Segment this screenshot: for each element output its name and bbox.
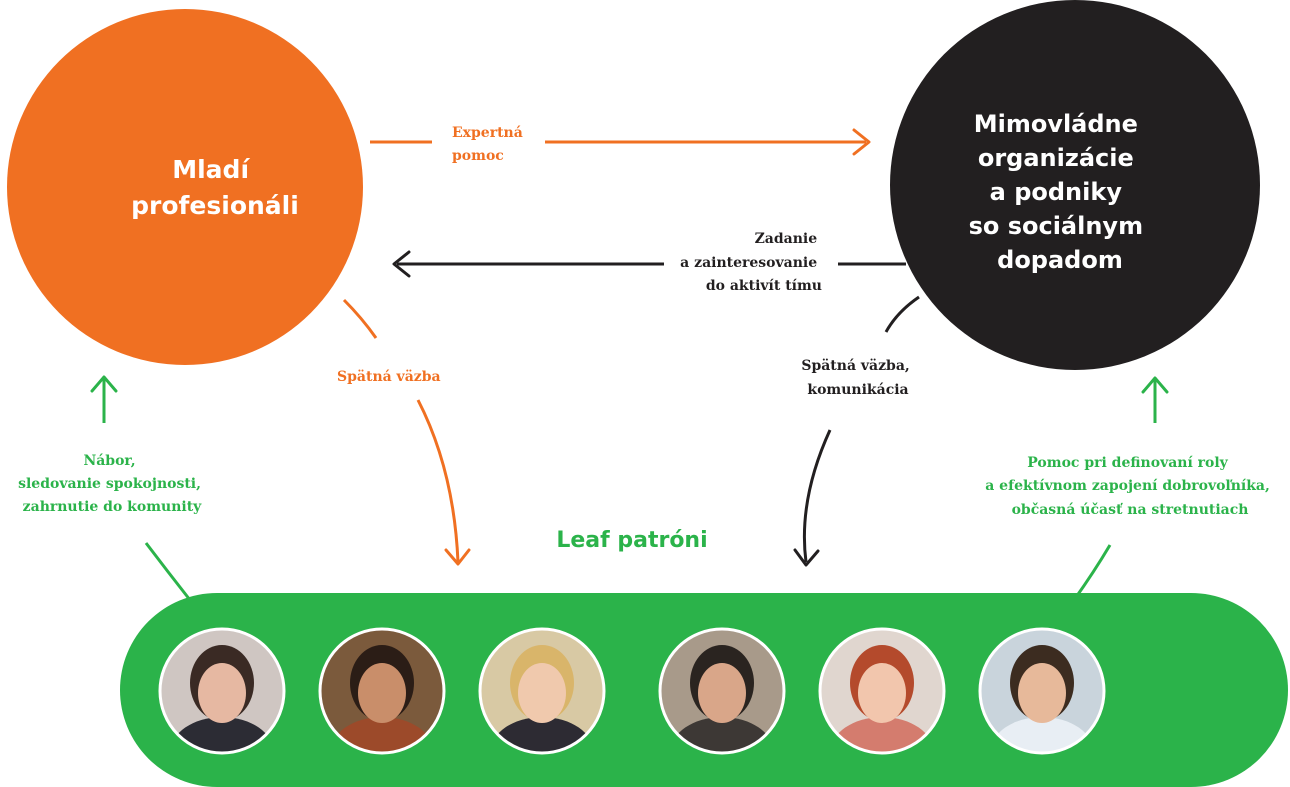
feedback-organizations-label-line: komunikácia <box>807 382 908 398</box>
role-help-label-line: a efektívnom zapojení dobrovoľníka, <box>985 478 1270 494</box>
assignment-label-line: a zainteresovanie <box>680 255 817 271</box>
role-help-label-line: Pomoc pri definovaní roly <box>1027 455 1228 471</box>
patron-photo <box>660 629 784 753</box>
patron-photo-face <box>358 663 406 723</box>
patron-photo-shoulders <box>330 717 434 753</box>
role-help-label-line: občasná účasť na stretnutiach <box>1012 502 1249 518</box>
role-help-label: Pomoc pri definovaní roly a efektívnom z… <box>985 455 1275 518</box>
feedback-organizations-line <box>802 429 832 563</box>
patron-photo-face <box>1018 663 1066 723</box>
organizations-label-line: a podniky <box>990 178 1123 206</box>
assignment-label-line: Zadanie <box>755 231 818 247</box>
professionals-label-line: profesionáli <box>131 191 299 220</box>
organizations-label-line: dopadom <box>997 246 1123 274</box>
organizations-label-line: organizácie <box>978 144 1134 172</box>
patron-portraits <box>158 627 1106 755</box>
expert-help-label: Expertná pomoc <box>452 125 528 164</box>
professionals-label: Mladí profesionáli <box>131 155 299 220</box>
patron-photo <box>980 629 1104 753</box>
assignment-label: Zadanie a zainteresovanie do aktivít tím… <box>680 231 822 294</box>
feedback-professionals-line <box>342 298 378 339</box>
patron-photo <box>160 629 284 753</box>
professionals-label-line: Mladí <box>172 155 250 184</box>
organizations-label-line: so sociálnym <box>969 212 1144 240</box>
patron-photo-face <box>858 663 906 723</box>
feedback-professionals-line <box>416 399 460 563</box>
assignment-label-line: do aktivít tímu <box>706 278 822 294</box>
recruitment-arrowhead <box>90 375 118 393</box>
patron-photo-face <box>518 663 566 723</box>
professionals-node <box>7 9 363 365</box>
patron-photo-shoulders <box>170 717 274 753</box>
assignment-arrowhead <box>392 250 411 278</box>
patron-photo-ring <box>318 627 446 755</box>
organizations-label: Mimovládne organizácie a podniky so soci… <box>969 110 1152 274</box>
organizations-node <box>890 0 1260 370</box>
feedback-professionals-arrowhead <box>444 548 471 566</box>
patron-photo-ring <box>818 627 946 755</box>
feedback-organizations-arrowhead <box>793 548 820 567</box>
expert-help-arrowhead <box>852 128 871 156</box>
patron-photo-face <box>198 663 246 723</box>
organizations-label-line: Mimovládne <box>974 110 1138 138</box>
patron-photo-ring <box>978 627 1106 755</box>
patron-photo <box>480 629 604 753</box>
recruitment-label-line: Nábor, <box>83 453 135 469</box>
feedback-organizations-label: Spätná väzba, komunikácia <box>801 358 914 398</box>
patron-photo <box>820 629 944 753</box>
patron-photo-shoulders <box>670 717 774 753</box>
expert-help-label-line: Expertná <box>452 125 523 141</box>
patron-photo-shoulders <box>490 717 594 753</box>
role-help-arrowhead <box>1141 376 1169 394</box>
recruitment-label-line: zahrnutie do komunity <box>23 499 202 515</box>
patron-photo-ring <box>658 627 786 755</box>
patron-photo <box>320 629 444 753</box>
expert-help-label-line: pomoc <box>452 148 504 164</box>
patron-photo-shoulders <box>830 717 934 753</box>
feedback-organizations-line <box>884 295 920 333</box>
feedback-professionals-label-line: Spätná väzba <box>337 369 441 385</box>
role-help-connector-line <box>1072 544 1112 601</box>
patron-photo-shoulders <box>990 717 1094 753</box>
feedback-organizations-label-line: Spätná väzba, <box>801 358 909 374</box>
feedback-professionals-label: Spätná väzba <box>337 369 441 385</box>
recruitment-label: Nábor, sledovanie spokojnosti, zahrnutie… <box>18 453 206 515</box>
patron-photo-ring <box>478 627 606 755</box>
patron-photo-face <box>698 663 746 723</box>
patron-photo-ring <box>158 627 286 755</box>
patrons-title: Leaf patróni <box>556 528 707 553</box>
recruitment-connector-line <box>144 542 192 601</box>
recruitment-label-line: sledovanie spokojnosti, <box>18 476 201 492</box>
